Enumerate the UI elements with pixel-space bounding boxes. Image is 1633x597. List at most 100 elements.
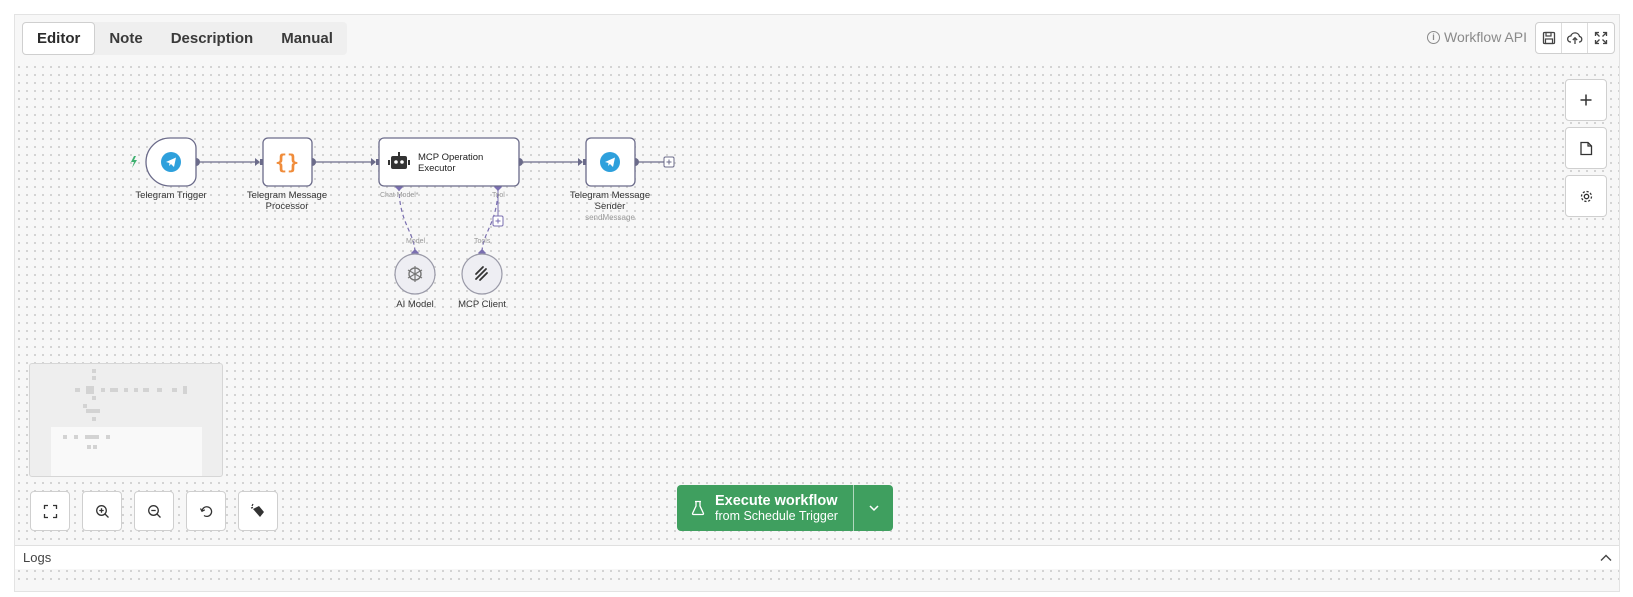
execute-workflow-group: Execute workflow from Schedule Trigger [677,485,893,531]
node-label-ai-model: AI Model [396,299,434,310]
save-icon [1542,31,1555,45]
node-ai-model[interactable] [394,253,436,295]
node-label-sender: Telegram Message Sender [560,190,660,212]
node-label-telegram-trigger: Telegram Trigger [135,190,207,201]
input-port [260,159,263,165]
node-telegram-trigger[interactable] [145,137,197,187]
execute-workflow-button[interactable]: Execute workflow from Schedule Trigger [677,485,853,531]
tidy-up-button[interactable] [238,491,278,531]
header-bar: Editor Note Description Manual i Workflo… [15,15,1619,63]
minimap-node [86,386,94,394]
execute-dropdown-button[interactable] [853,485,893,531]
info-icon: i [1427,30,1440,44]
chevron-down-icon [868,505,879,512]
zoom-in-button[interactable] [82,491,122,531]
upload-button[interactable] [1562,23,1588,53]
execute-workflow-label: Execute workflow [715,492,838,509]
minimap-node [143,388,149,392]
arrow-icon [578,158,583,166]
tab-description[interactable]: Description [170,30,254,47]
workflow-canvas[interactable]: {} [15,63,1619,585]
zoom-out-icon [147,504,161,518]
tab-note[interactable]: Note [109,30,143,47]
arrow-icon [371,158,376,166]
minimap-node [92,417,96,421]
port-label-model: Model [406,238,426,245]
fullscreen-icon [1594,31,1608,45]
node-subtitle-sender: sendMessage [585,213,635,222]
settings-side-button[interactable] [1565,175,1607,217]
minimap-node [172,388,177,392]
plus-icon [1580,94,1592,106]
workflow-editor: Editor Note Description Manual i Workflo… [14,14,1620,592]
node-label-executor: MCP Operation Executor [418,152,483,174]
minimap-node [87,445,91,449]
workflow-api-label: Workflow API [1444,29,1527,45]
flask-icon [691,500,705,516]
minimap-node [106,435,110,439]
fit-view-button[interactable] [30,491,70,531]
connection-chat-model [398,186,416,254]
node-label-line: MCP Operation [418,152,484,163]
node-label-line: Telegram Message [246,190,328,201]
fullscreen-button[interactable] [1588,23,1614,53]
minimap-node [183,386,187,394]
input-port [583,159,586,165]
execute-workflow-sublabel: from Schedule Trigger [715,508,838,523]
minimap-node [92,396,96,400]
node-label-line: Executor [418,163,456,174]
reset-zoom-icon [199,505,212,517]
arrow-icon [255,158,260,166]
header-toolbar [1535,22,1615,54]
workflow-api-link[interactable]: i Workflow API [1427,29,1527,45]
add-sticky-note-button[interactable] [1565,127,1607,169]
svg-text:{}: {} [275,150,299,174]
minimap-node [157,388,162,392]
node-label-line: Telegram Message [569,190,651,201]
minimap-node [85,435,99,439]
fit-view-icon [43,504,57,518]
logs-bar[interactable]: Logs [15,545,1619,569]
minimap-node [134,388,138,392]
tidy-up-icon [250,503,264,517]
minimap-node [93,445,97,449]
port-label-chat-model: Chat Model* [380,192,419,199]
minimap-node [92,376,96,380]
minimap-node [75,388,80,392]
plus-icon [495,218,501,224]
reset-zoom-button[interactable] [186,491,226,531]
zoom-out-button[interactable] [134,491,174,531]
tab-group: Editor Note Description Manual [22,22,347,55]
add-node-side-button[interactable] [1565,79,1607,121]
minimap-node [63,435,67,439]
minimap-node [74,435,78,439]
node-telegram-message-processor[interactable]: {} [262,137,313,187]
save-button[interactable] [1536,23,1562,53]
input-port [376,159,379,165]
minimap-node [83,404,87,408]
minimap-node [110,388,118,392]
port-label-tools: Tools [474,238,491,245]
node-mcp-operation-executor[interactable] [378,137,520,187]
chevron-up-icon[interactable] [1599,553,1613,563]
plus-icon [666,159,672,165]
node-label-line: Sender [594,201,626,212]
connections-layer: {} [131,137,675,295]
tab-editor[interactable]: Editor [22,22,96,55]
node-telegram-message-sender[interactable] [585,137,636,187]
node-label-line: Processor [265,201,309,212]
minimap-node [92,369,96,373]
cloud-upload-icon [1566,32,1582,44]
tab-manual[interactable]: Manual [281,30,333,47]
port-label-tool: Tool [492,192,505,199]
settings-icon [1580,190,1592,202]
logs-label: Logs [23,550,52,565]
minimap-node [86,409,100,413]
node-mcp-client[interactable] [461,253,503,295]
minimap-node [101,388,105,392]
sticky-note-icon [1580,141,1593,155]
zoom-in-icon [95,504,109,518]
node-label-processor: Telegram Message Processor [237,190,337,212]
minimap-node [124,388,128,392]
minimap[interactable] [29,363,223,477]
